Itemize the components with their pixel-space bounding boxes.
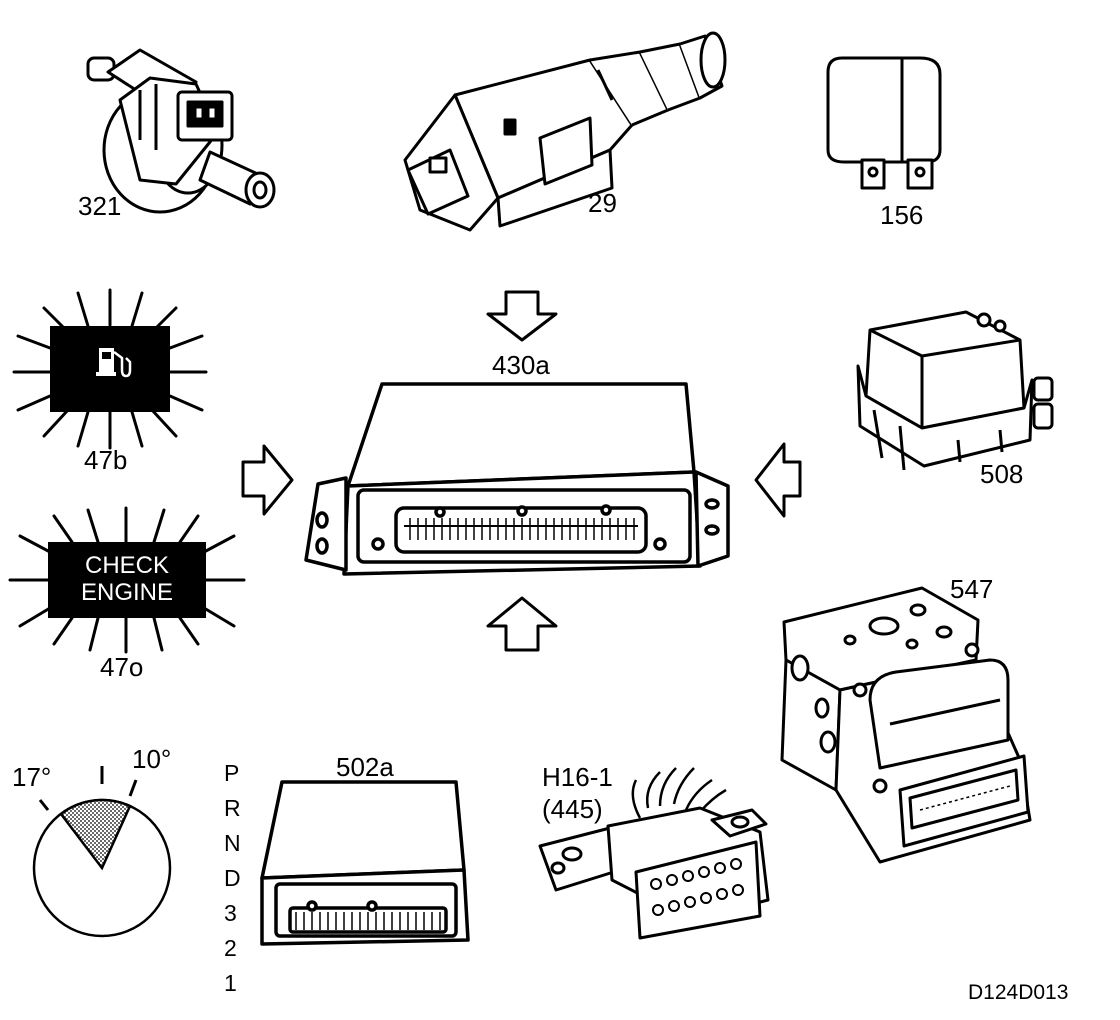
relay-icon: [826, 56, 942, 190]
gear-position: 2: [224, 935, 237, 961]
arrow-left-icon: [754, 442, 802, 518]
module-508-icon: [856, 310, 1054, 471]
label-angle-10: 10°: [132, 744, 172, 774]
gear-position: 3: [224, 900, 237, 926]
label-508: 508: [980, 459, 1024, 489]
label-47b: 47b: [84, 445, 128, 475]
check-engine-line-1: CHECK: [84, 552, 169, 579]
label-figure-code: D124D013: [968, 981, 1069, 1004]
tcm-icon: [260, 780, 470, 946]
label-502a: 502a: [336, 752, 394, 782]
label-29: 29: [588, 188, 617, 218]
label-547: 547: [950, 574, 994, 604]
gear-position: N: [224, 830, 241, 856]
gear-position: D: [224, 865, 241, 891]
label-156: 156: [880, 200, 924, 230]
gear-position: R: [224, 795, 241, 821]
label-445: (445): [542, 794, 603, 824]
check-engine-line-2: ENGINE: [80, 579, 173, 606]
label-321: 321: [78, 191, 122, 221]
gear-position: P: [224, 760, 240, 786]
arrow-down-icon: [486, 290, 558, 342]
gear-position: 1: [224, 970, 237, 996]
fuel-warning-lamp-icon: [12, 288, 208, 450]
abs-unit-icon: [780, 586, 1032, 864]
arrow-right-icon: [241, 444, 294, 516]
brake-switch-icon: [403, 31, 727, 232]
label-angle-17: 17°: [12, 762, 52, 792]
arrows: [241, 290, 802, 652]
label-h16-1: H16-1: [542, 762, 613, 792]
check-engine-lamp-icon: [8, 506, 246, 654]
purge-valve-icon: [86, 48, 276, 214]
diagnostic-connector-icon: [538, 767, 770, 940]
check-engine-text: CHECK ENGINE: [48, 552, 206, 606]
label-47o: 47o: [100, 652, 144, 682]
arrow-up-icon: [486, 596, 558, 652]
label-430a: 430a: [492, 350, 550, 380]
ecu-icon: [304, 382, 730, 576]
throttle-angle-icon: [32, 766, 172, 938]
